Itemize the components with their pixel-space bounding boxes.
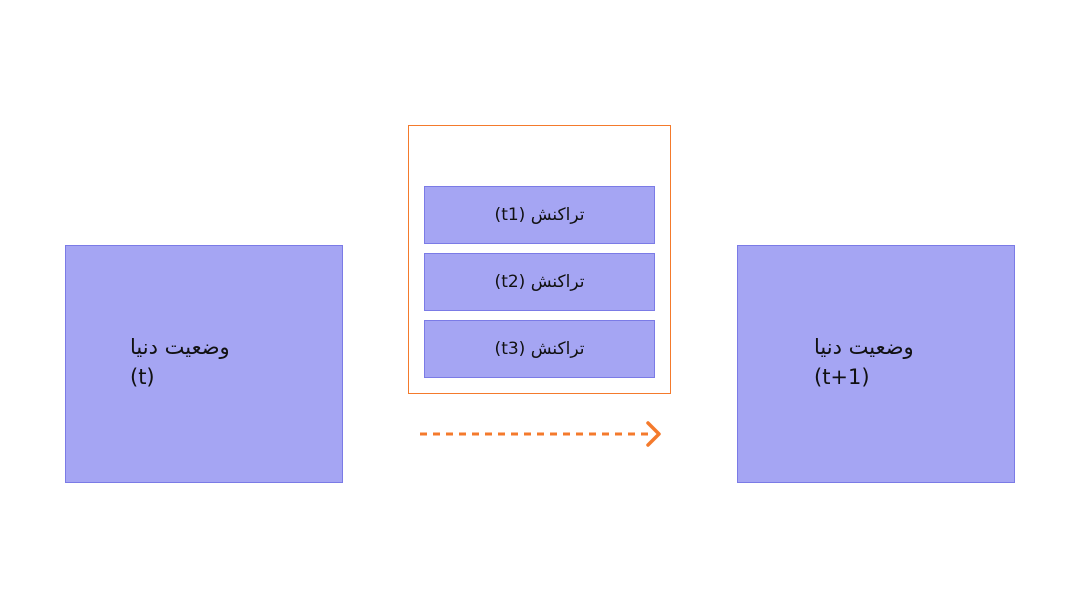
world-state-before-time: (t): [130, 365, 155, 389]
transaction-2: تراکنش (t2): [424, 253, 655, 311]
world-state-before: وضعیت دنیا (t): [65, 245, 343, 483]
world-state-after-label: وضعیت دنیا (t+1): [814, 332, 914, 392]
transaction-3: تراکنش (t3): [424, 320, 655, 378]
transaction-3-label: تراکنش (t3): [494, 339, 585, 359]
world-state-after: وضعیت دنیا (t+1): [737, 245, 1015, 483]
transaction-1: تراکنش (t1): [424, 186, 655, 244]
transactions-block: تراکنش (t1) تراکنش (t2) تراکنش (t3): [408, 125, 671, 394]
world-state-after-title: وضعیت دنیا: [814, 335, 914, 359]
world-state-before-title: وضعیت دنیا: [130, 335, 230, 359]
world-state-before-label: وضعیت دنیا (t): [130, 332, 230, 392]
world-state-after-time: (t+1): [814, 365, 870, 389]
transaction-1-label: تراکنش (t1): [494, 205, 585, 225]
transaction-2-label: تراکنش (t2): [494, 272, 585, 292]
arrow-right-icon: [420, 421, 661, 447]
arrow-head: [646, 421, 661, 447]
